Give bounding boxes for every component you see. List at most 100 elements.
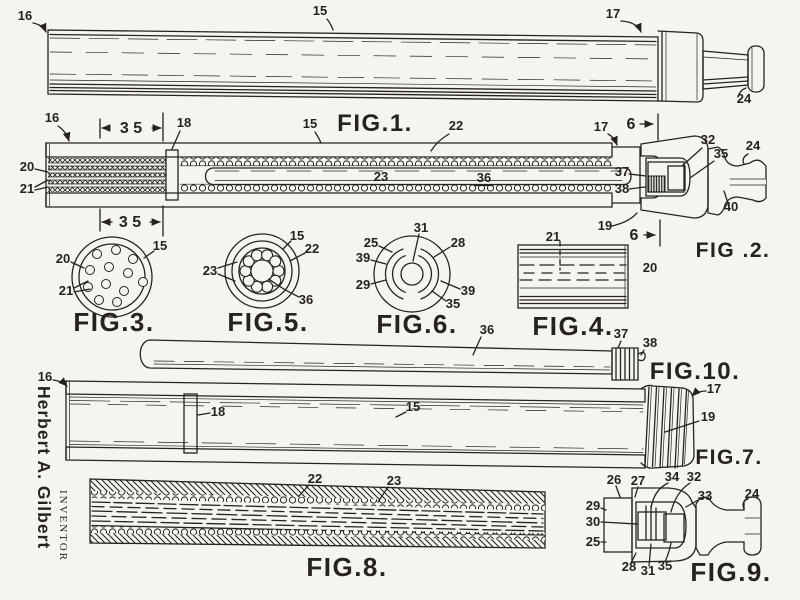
fig10-drawing: 36 37 38 FIG.10. (139, 322, 741, 385)
fig9-ref-33: 33 (698, 488, 712, 503)
fig2-mouthpiece-24-40 (707, 146, 767, 216)
fig3-leaders (70, 250, 155, 293)
fig2-end-cup (640, 135, 709, 219)
fig2-ref-19: 19 (598, 218, 612, 233)
fig10-ref-37: 37 (614, 326, 628, 341)
fig6-ref-39b: 39 (461, 283, 475, 298)
fig2-flavor-cartridge (48, 158, 166, 192)
fig3-drawing: 20 21 15 FIG.3. (56, 236, 167, 337)
fig6-ref-25: 25 (364, 235, 378, 250)
fig9-drawing: 26 27 34 32 33 24 29 30 25 28 31 35 FIG.… (586, 469, 771, 587)
fig9-ref-25: 25 (586, 534, 600, 549)
fig2-dim-6-bottom: 6 (630, 227, 639, 244)
fig9-caption: FIG.9. (690, 557, 771, 587)
fig2-drawing: 16 3 5 18 15 22 17 6 32 35 24 20 21 23 3… (20, 110, 771, 262)
fig3-caption: FIG.3. (73, 307, 154, 337)
fig9-ref-31: 31 (641, 563, 655, 578)
fig7-ref-19: 19 (701, 409, 715, 424)
fig5-drawing: 23 15 22 36 FIG.5. (203, 228, 319, 337)
fig10-capsule (139, 339, 613, 375)
fig6-caption: FIG.6. (376, 309, 457, 339)
fig4-drawing: 21 20 FIG.4. (517, 229, 657, 341)
fig7-ref-18: 18 (211, 404, 225, 419)
fig10-ref-38: 38 (643, 335, 657, 350)
fig9-rib-block-30 (637, 511, 667, 541)
fig2-leaders (34, 125, 749, 227)
fig6-center-hole (400, 262, 424, 286)
fig9-ref-27: 27 (631, 473, 645, 488)
fig2-dim-6-top: 6 (627, 116, 636, 133)
fig2-ref-32: 32 (701, 132, 715, 147)
fig7-caption: FIG.7. (695, 446, 762, 469)
fig2-caption: FIG .2. (696, 239, 771, 262)
fig6-leaders (370, 233, 461, 302)
inventor-block: Herbert A. Gilbert INVENTOR (34, 386, 69, 562)
fig8-caption: FIG.8. (306, 552, 387, 582)
fig8-ref-23: 23 (387, 473, 401, 488)
fig2-ref-21: 21 (20, 181, 34, 196)
fig2-spring-38 (647, 175, 666, 193)
fig2-dim-35-bottom: 3 5 (119, 214, 141, 231)
fig9-ref-26: 26 (607, 472, 621, 487)
fig7-threads-19 (640, 384, 695, 469)
fig2-ref-24: 24 (746, 138, 761, 153)
fig5-leaders (217, 240, 306, 298)
fig2-block-35 (667, 165, 686, 191)
fig7-ref-17: 17 (707, 381, 721, 396)
fig3-ref-15: 15 (153, 238, 167, 253)
fig7-bottom-wall (65, 446, 646, 469)
fig7-leaders (52, 377, 707, 433)
fig7-divider-18 (183, 393, 198, 454)
fig7-ref-16: 16 (38, 369, 52, 384)
fig6-drawing: 31 25 39 29 28 39 35 FIG.6. (356, 220, 475, 339)
fig1-mouthpiece (702, 45, 765, 93)
fig6-ref-35: 35 (446, 296, 460, 311)
fig1-drawing: 16 15 17 24 FIG.1. (18, 3, 765, 137)
fig2-ref-35: 35 (714, 146, 728, 161)
fig9-ref-28: 28 (622, 559, 636, 574)
fig5-gear-lining (239, 249, 285, 293)
fig1-ref-24: 24 (737, 91, 752, 106)
fig9-leaders (600, 482, 749, 567)
fig1-tube (47, 29, 659, 102)
fig2-ref-17: 17 (594, 119, 608, 134)
fig5-ref-15: 15 (290, 228, 304, 243)
fig5-caption: FIG.5. (227, 307, 308, 337)
fig10-leaders (472, 336, 645, 356)
fig6-air-slots (384, 248, 440, 300)
fig9-collar (603, 497, 633, 553)
fig9-needles-34 (645, 505, 657, 541)
fig5-ref-36: 36 (299, 292, 313, 307)
fig1-cap (657, 30, 704, 103)
fig10-ribbed-end-37 (611, 347, 639, 381)
fig2-inner-tube-23-36 (204, 167, 632, 186)
fig3-ref-21: 21 (59, 283, 73, 298)
fig9-ref-32: 32 (687, 469, 701, 484)
fig5-ref-22: 22 (305, 241, 319, 256)
fig7-drawing: 16 18 15 17 19 FIG.7. (38, 369, 762, 469)
fig2-dim-35-top: 3 5 (120, 120, 142, 137)
fig1-ref-15: 15 (313, 3, 327, 18)
fig1-caption: FIG.1. (337, 110, 413, 137)
fig9-mouthpiece-24 (695, 496, 762, 556)
fig4-ref-21: 21 (546, 229, 560, 244)
fig7-shading (69, 396, 644, 453)
fig9-ref-29: 29 (586, 498, 600, 513)
fig2-divider-18 (165, 149, 179, 201)
fig2-ref-22: 22 (449, 118, 463, 133)
fig10-caption: FIG.10. (650, 358, 741, 385)
fig9-ref-35: 35 (658, 558, 672, 573)
fig9-ref-34: 34 (665, 469, 680, 484)
fig7-top-wall (65, 380, 646, 403)
fig1-leaders (32, 18, 747, 98)
fig6-ref-31: 31 (414, 220, 428, 235)
inventor-name: Herbert A. Gilbert (34, 386, 54, 549)
fig6-ref-39a: 39 (356, 250, 370, 265)
fig9-block-35 (663, 513, 685, 543)
fig2-ref-36: 36 (477, 170, 491, 185)
fig7-ref-15: 15 (406, 399, 420, 414)
fig1-ref-17: 17 (606, 6, 620, 21)
fig2-ref-16: 16 (45, 110, 59, 125)
